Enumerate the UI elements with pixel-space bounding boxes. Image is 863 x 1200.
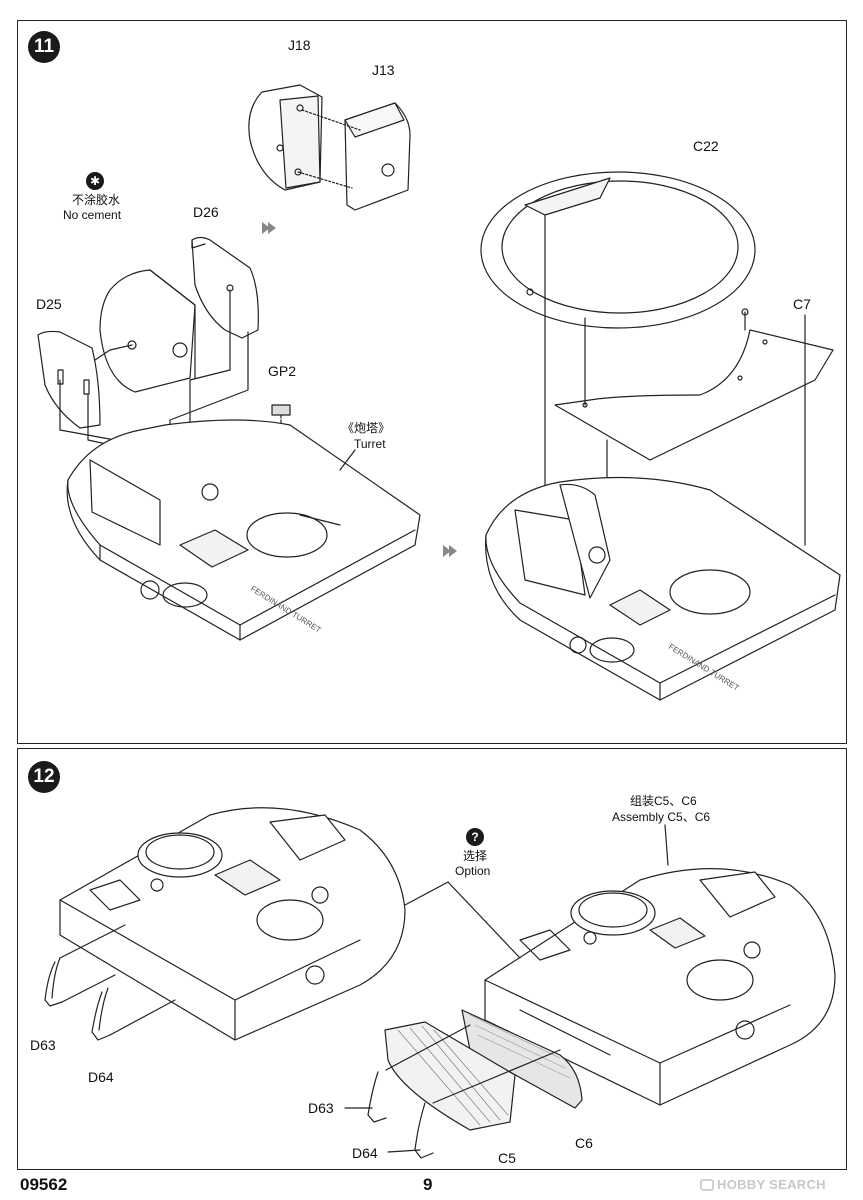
part-cylinder-no-cement	[99, 269, 196, 393]
watermark: HOBBY SEARCH	[700, 1177, 826, 1192]
no-cement-icon: ✱	[86, 172, 104, 190]
watermark-logo-icon	[700, 1179, 714, 1191]
part-j18	[248, 84, 323, 191]
part-j13	[344, 102, 411, 211]
part-gp2	[271, 404, 291, 416]
watermark-text: HOBBY SEARCH	[717, 1177, 826, 1192]
turret-right	[485, 476, 841, 701]
part-d25	[37, 330, 101, 429]
part-d26	[191, 236, 259, 339]
hull-right	[484, 868, 836, 1106]
step-11-badge: 11	[28, 31, 60, 63]
label-no-cement-cn: 不涂胶水	[72, 193, 121, 207]
arrow-right-1	[262, 222, 276, 234]
label-j18: J18	[288, 37, 311, 53]
label-c7: C7	[793, 296, 811, 312]
label-c6: C6	[575, 1135, 593, 1151]
step-12-panel	[17, 748, 847, 1170]
part-d63-left	[44, 957, 63, 1007]
label-d63-right: D63	[308, 1100, 334, 1116]
label-no-cement-en: No cement	[63, 208, 122, 222]
label-d25: D25	[36, 296, 62, 312]
label-d63-left: D63	[30, 1037, 56, 1053]
label-d64-right: D64	[352, 1145, 378, 1161]
arrow-right-2	[443, 545, 457, 557]
hull-left	[59, 807, 406, 1041]
part-c7	[554, 329, 834, 461]
part-d63-right	[367, 1071, 387, 1123]
part-d64-left	[91, 987, 111, 1041]
turret-left	[66, 419, 421, 641]
label-c22: C22	[693, 138, 719, 154]
label-c5: C5	[498, 1150, 516, 1166]
label-j13: J13	[372, 62, 395, 78]
part-c5	[384, 1021, 516, 1131]
part-c22	[480, 171, 756, 329]
label-option-cn: 选择	[463, 849, 488, 863]
question-mark-icon: ?	[466, 828, 484, 846]
label-option-en: Option	[455, 864, 491, 878]
label-assembly-en: Assembly C5、C6	[612, 810, 711, 824]
page-number: 9	[423, 1175, 433, 1194]
label-gp2: GP2	[268, 363, 297, 379]
label-turret-cn: 《炮塔》	[342, 421, 391, 435]
part-c6	[461, 1009, 583, 1109]
product-code: 09562	[20, 1175, 68, 1194]
step-12-badge: 12	[28, 761, 60, 793]
label-d26: D26	[193, 204, 219, 220]
label-d64-left: D64	[88, 1069, 114, 1085]
label-turret-en: Turret	[354, 437, 386, 451]
label-assembly-cn: 组装C5、C6	[630, 794, 697, 808]
step-11-panel	[17, 20, 847, 744]
